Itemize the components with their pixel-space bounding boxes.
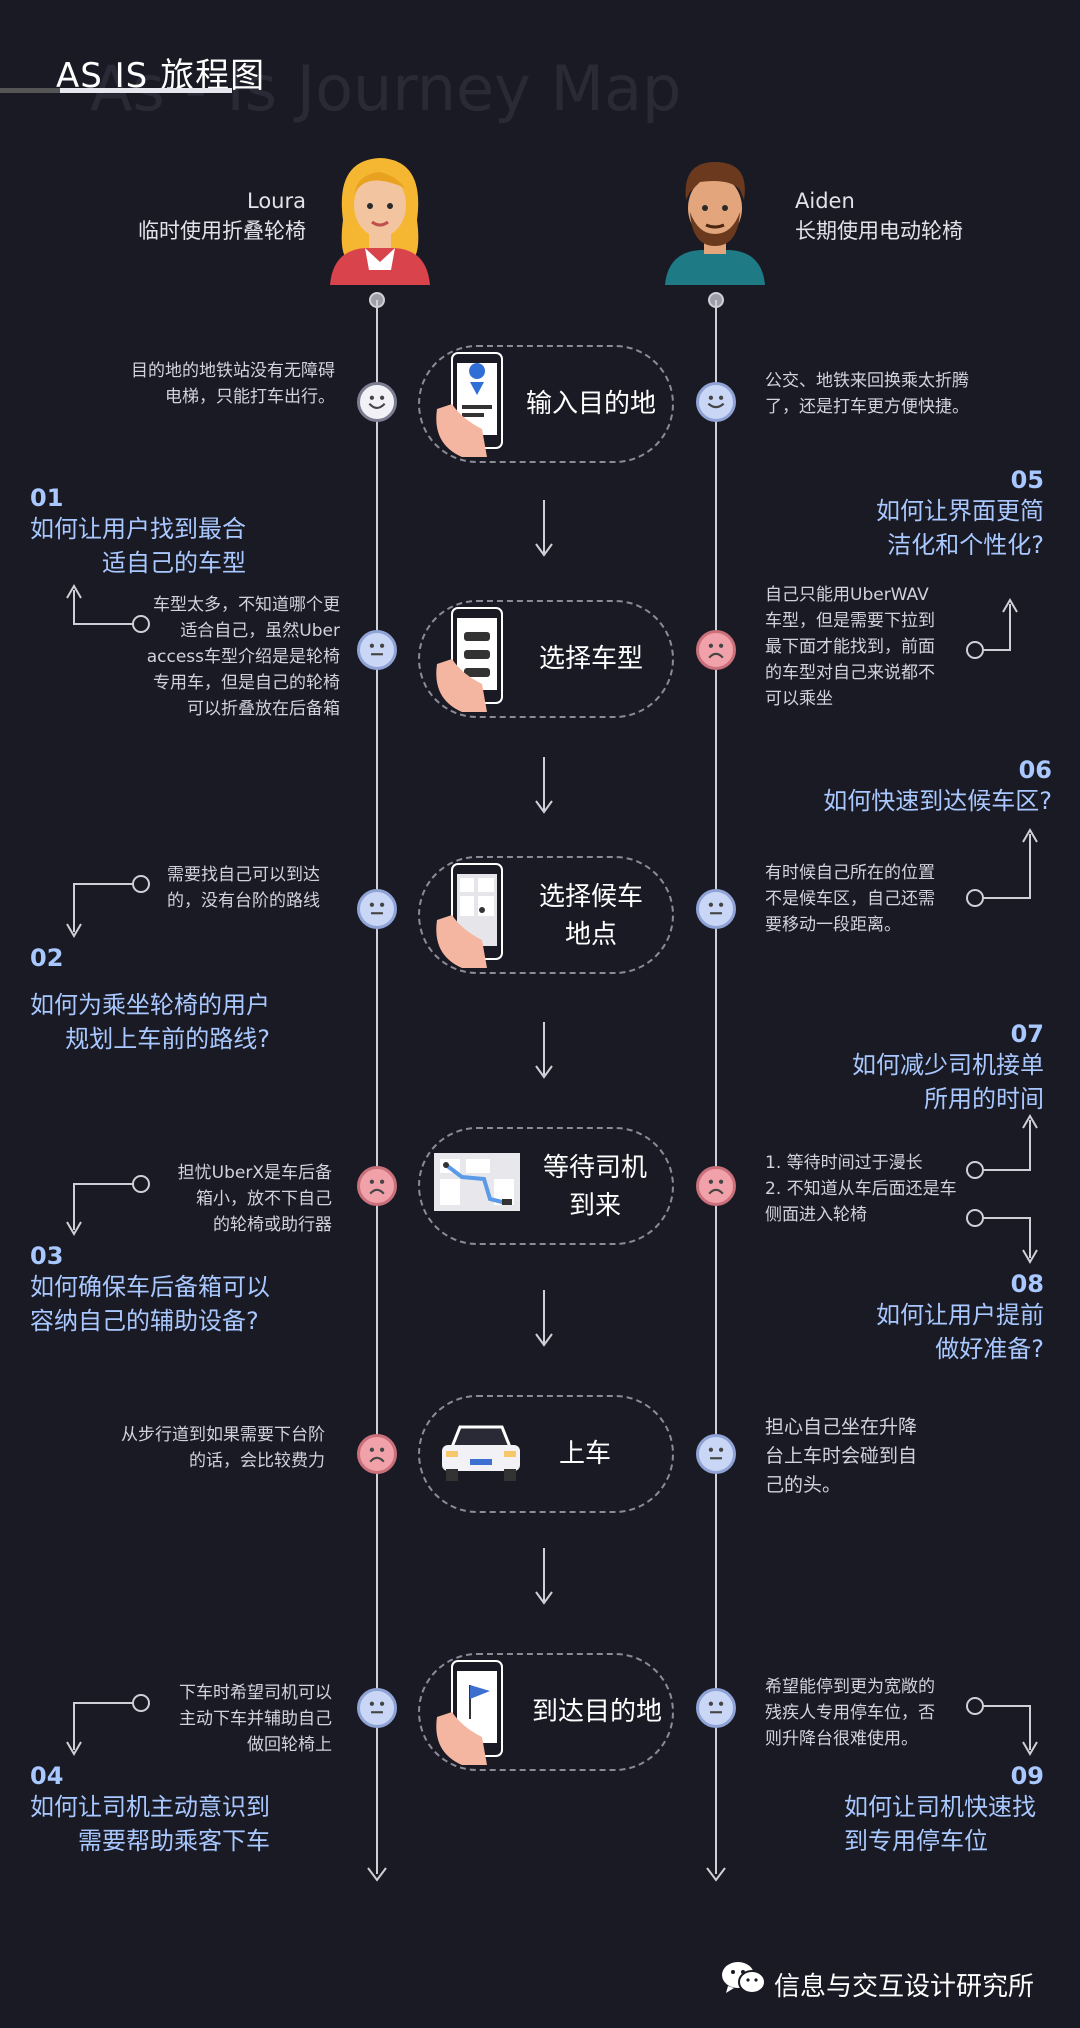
loura-note: 下车时希望司机可以 主动下车并辅助自己 做回轮椅上: [179, 1683, 332, 1755]
car-icon: [442, 1425, 520, 1481]
happy-face-icon: [357, 382, 397, 422]
stage-wait-driver: 等待司机 到来: [418, 1127, 674, 1245]
aiden-note: 担心自己坐在升降 台上车时会碰到自 己的头。: [765, 1416, 918, 1496]
down-arrow-icon: [535, 1290, 553, 1347]
aiden-note: 1. 等待时间过于漫长 2. 不知道从车后面还是车 侧面进入轮椅: [765, 1153, 957, 1225]
aiden-note: 自己只能用UberWAV 车型，但是需要下拉到 最下面才能找到，前面 的车型对自…: [765, 585, 935, 709]
question-number: 03: [30, 1242, 64, 1270]
question-04: 04 如何让司机主动意识到 需要帮助乘客下车: [30, 1762, 270, 1858]
question-number: 06: [1018, 756, 1052, 784]
question-06: 06 如何快速到达候车区?: [823, 756, 1052, 818]
sad-face-icon: [696, 630, 736, 670]
sad-face-icon: [696, 1166, 736, 1206]
neutral-face-icon: [357, 630, 397, 670]
timeline-end-arrow-icon: [706, 1867, 726, 1882]
aiden-note: 希望能停到更为宽敞的 残疾人专用停车位，否 则升降台很难使用。: [765, 1677, 935, 1749]
stage-label: 输入目的地: [525, 389, 656, 419]
question-09: 09 如何让司机快速找 到专用停车位: [844, 1762, 1044, 1858]
question-number: 09: [1010, 1762, 1044, 1790]
down-arrow-icon: [535, 500, 553, 557]
title-underline: [0, 88, 232, 93]
phone-location-icon: [436, 352, 503, 457]
question-02: 02 如何为乘坐轮椅的用户 规划上车前的路线?: [30, 944, 270, 1056]
neutral-face-icon: [696, 382, 736, 422]
phone-flag-icon: [436, 1660, 503, 1765]
persona-name: Loura: [247, 189, 306, 213]
question-text: 如何让司机主动意识到 需要帮助乘客下车: [30, 1793, 270, 1855]
question-number: 07: [1010, 1020, 1044, 1048]
question-03: 03 如何确保车后备箱可以 容纳自己的辅助设备?: [30, 1242, 280, 1338]
loura-note: 需要找自己可以到达 的，没有台阶的路线: [167, 865, 320, 911]
stage-input-destination: 输入目的地: [418, 345, 674, 463]
timeline-end-arrow-icon: [367, 1867, 387, 1882]
question-number: 02: [30, 944, 64, 972]
footer-brand: 信息与交互设计研究所: [774, 1972, 1035, 2002]
question-number: 01: [30, 484, 64, 512]
persona-desc: 临时使用折叠轮椅: [138, 219, 306, 243]
neutral-face-icon: [357, 889, 397, 929]
question-text: 如何让用户找到最合 适自己的车型: [30, 515, 246, 577]
loura-note: 车型太多，不知道哪个更 适合自己，虽然Uber access车型介绍是是轮椅 专…: [146, 595, 340, 719]
stage-label: 选择车型: [538, 644, 643, 674]
wechat-icon: [722, 1962, 766, 1994]
map-route-icon: [434, 1153, 520, 1211]
question-05: 05 如何让界面更简 洁化和个性化?: [876, 466, 1044, 562]
neutral-face-icon: [696, 1434, 736, 1474]
male-avatar-icon: [665, 162, 765, 285]
stage-label: 选择候车 地点: [538, 882, 643, 950]
neutral-face-icon: [357, 1688, 397, 1728]
aiden-note: 有时候自己所在的位置 不是候车区，自己还需 要移动一段距离。: [765, 863, 935, 935]
question-08: 08 如何让用户提前 做好准备?: [876, 1270, 1044, 1366]
question-text: 如何快速到达候车区?: [823, 787, 1052, 815]
neutral-face-icon: [696, 1688, 736, 1728]
question-01: 01 如何让用户找到最合 适自己的车型: [30, 484, 246, 580]
question-text: 如何为乘坐轮椅的用户 规划上车前的路线?: [30, 991, 270, 1053]
down-arrow-icon: [535, 1022, 553, 1079]
stage-label: 等待司机 到来: [542, 1153, 647, 1221]
question-text: 如何让司机快速找 到专用停车位: [844, 1793, 1036, 1855]
sad-face-icon: [357, 1166, 397, 1206]
aiden-note: 公交、地铁来回换乘太折腾 了，还是打车更方便快捷。: [765, 371, 969, 417]
stage-arrive-destination: 到达目的地: [418, 1653, 674, 1771]
phone-car-icon: [436, 607, 503, 712]
question-text: 如何确保车后备箱可以 容纳自己的辅助设备?: [30, 1273, 270, 1335]
question-text: 如何让界面更简 洁化和个性化?: [876, 497, 1044, 559]
sad-face-icon: [357, 1434, 397, 1474]
question-number: 08: [1010, 1270, 1044, 1298]
loura-note: 从步行道到如果需要下台阶 的话，会比较费力: [121, 1425, 325, 1471]
question-text: 如何减少司机接单 所用的时间: [852, 1051, 1044, 1113]
persona-desc: 长期使用电动轮椅: [795, 219, 963, 243]
aiden-timeline: [715, 300, 717, 1874]
female-avatar-icon: [330, 158, 430, 285]
question-07: 07 如何减少司机接单 所用的时间: [852, 1020, 1044, 1116]
persona-name: Aiden: [795, 189, 855, 213]
persona-aiden: Aiden 长期使用电动轮椅: [795, 186, 963, 246]
stage-select-car-type: 选择车型: [418, 600, 674, 718]
stage-select-pickup-point: 选择候车 地点: [418, 856, 674, 974]
neutral-face-icon: [696, 889, 736, 929]
stage-board-car: 上车: [418, 1395, 674, 1513]
stage-label: 到达目的地: [531, 1697, 662, 1727]
phone-map-icon: [436, 863, 503, 968]
question-text: 如何让用户提前 做好准备?: [876, 1301, 1044, 1363]
loura-timeline: [376, 300, 378, 1874]
stage-label: 上车: [558, 1439, 611, 1469]
loura-note: 目的地的地铁站没有无障碍 电梯，只能打车出行。: [131, 361, 335, 407]
down-arrow-icon: [535, 1548, 553, 1605]
persona-loura: Loura 临时使用折叠轮椅: [138, 186, 306, 246]
down-arrow-icon: [535, 757, 553, 814]
loura-note: 担忧UberX是车后备 箱小，放不下自己 的轮椅或助行器: [177, 1163, 332, 1235]
question-number: 04: [30, 1762, 64, 1790]
question-number: 05: [1010, 466, 1044, 494]
